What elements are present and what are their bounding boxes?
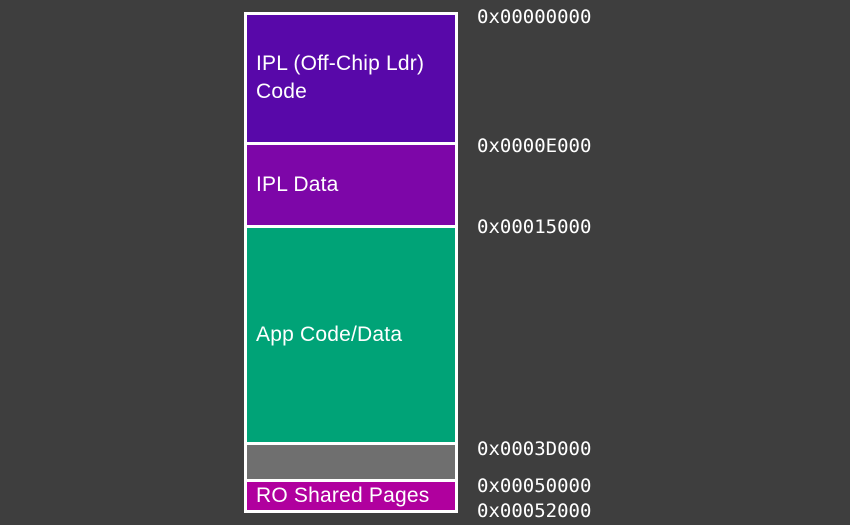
memory-region-unlabeled [247, 445, 455, 480]
memory-map-box: IPL (Off-Chip Ldr) Code IPL Data App Cod… [244, 12, 458, 513]
memory-region-ipl-data: IPL Data [247, 144, 455, 226]
address-label-0x00015000: 0x00015000 [477, 216, 592, 238]
address-label-0x0000E000: 0x0000E000 [477, 135, 592, 157]
address-label-0x00052000: 0x00052000 [477, 500, 592, 522]
memory-region-label: App Code/Data [256, 323, 403, 347]
address-label-0x0003D000: 0x0003D000 [477, 438, 592, 460]
memory-region-ipl-code: IPL (Off-Chip Ldr) Code [247, 15, 455, 142]
memory-region-app-code-data: App Code/Data [247, 228, 455, 443]
memory-region-label: IPL (Off-Chip Ldr) Code [256, 52, 425, 104]
address-label-0x00050000: 0x00050000 [477, 475, 592, 497]
address-label-0x00000000: 0x00000000 [477, 6, 592, 28]
memory-region-ro-shared-pages: RO Shared Pages [247, 482, 455, 511]
memory-region-label: IPL Data [256, 173, 339, 197]
memory-region-label: RO Shared Pages [256, 484, 430, 508]
